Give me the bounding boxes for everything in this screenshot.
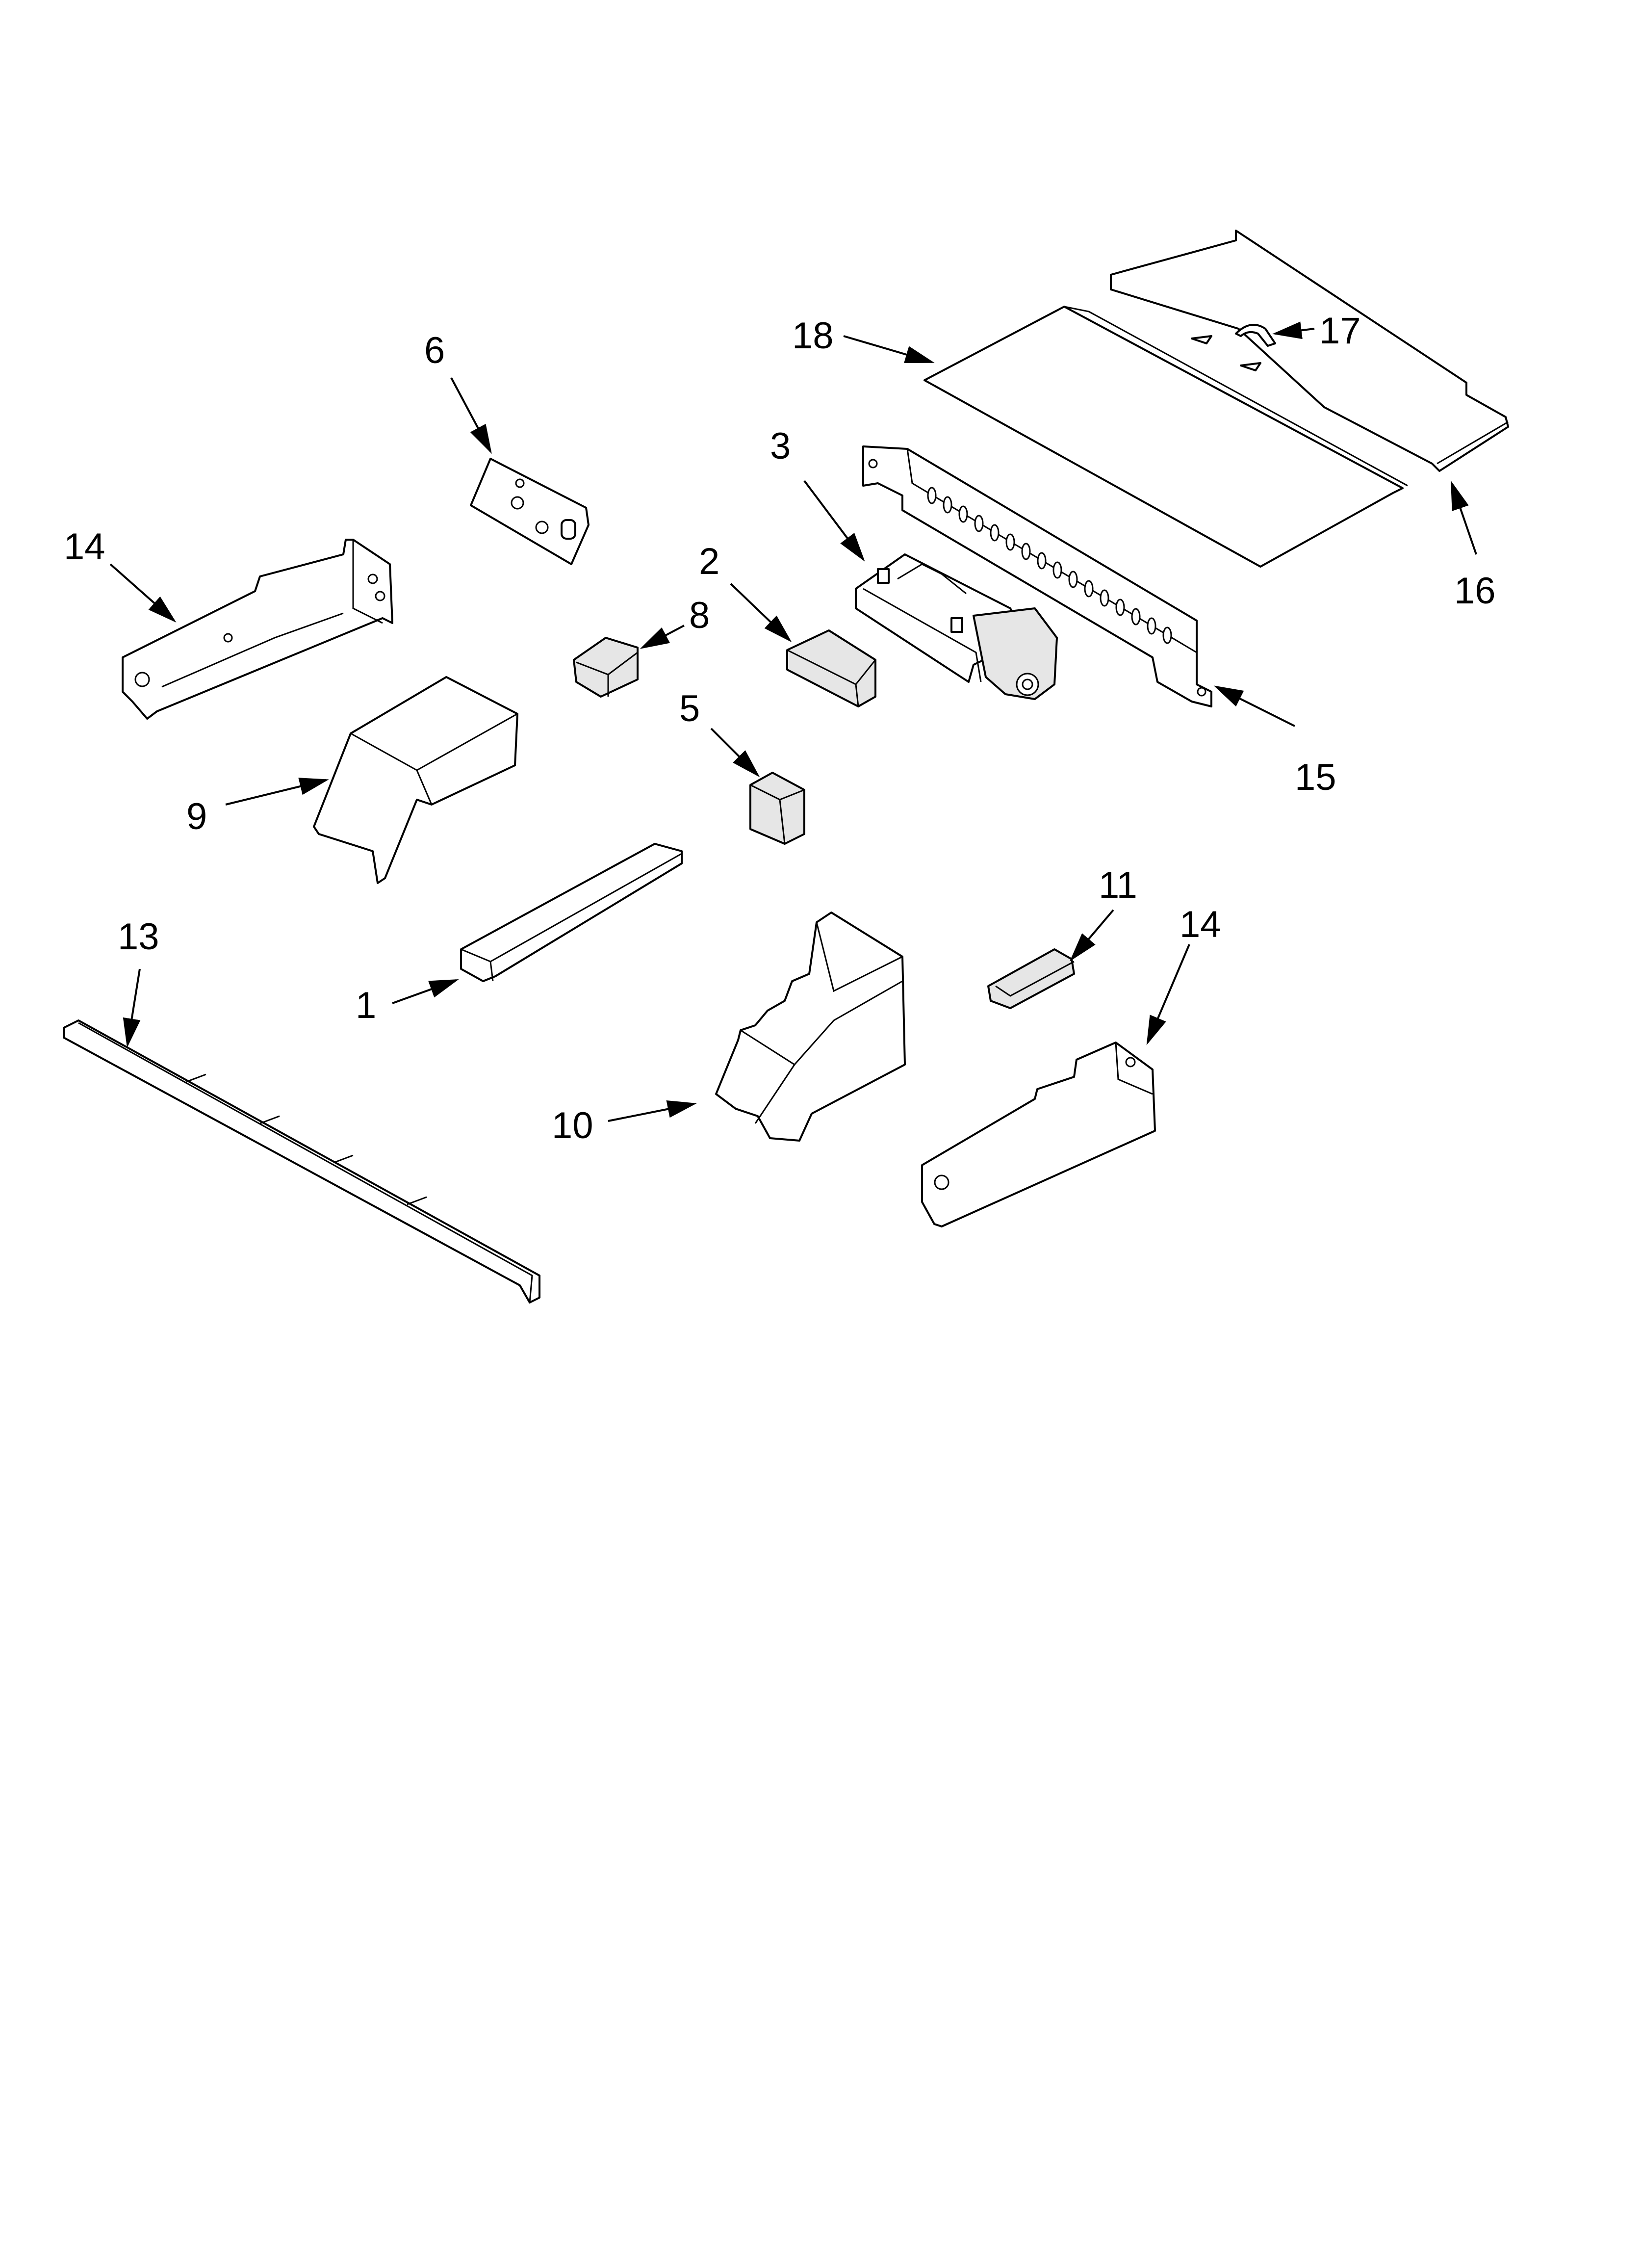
bracket-slot (1147, 617, 1156, 635)
bracket-slot (927, 487, 937, 504)
leader-8 (640, 625, 685, 649)
callout-6: 6 (424, 330, 445, 371)
part-10-deflector (715, 912, 906, 1142)
part-16-top-cover (1110, 230, 1509, 472)
part-8-transformer (573, 637, 639, 698)
bracket-slot (1115, 599, 1125, 616)
bracket-slot (1052, 561, 1062, 579)
leader-15 (1213, 685, 1295, 727)
callout-labels: 18 17 16 6 3 14 2 8 5 15 9 13 11 14 1 10 (64, 310, 1496, 1147)
leader-17 (1272, 321, 1315, 339)
bracket-slot (1005, 533, 1015, 551)
callout-10: 10 (552, 1105, 593, 1147)
part-3-control-assembly (855, 553, 1058, 700)
part-15-long-bracket (862, 445, 1212, 707)
leader-10 (608, 1100, 697, 1122)
callout-18: 18 (792, 315, 834, 357)
leader-9 (225, 778, 329, 806)
callout-14-right: 14 (1180, 904, 1221, 945)
leader-14b (1146, 944, 1190, 1045)
bracket-slot (943, 496, 952, 514)
part-14-side-bracket-left (122, 539, 393, 720)
part-13-trim-strip (63, 1019, 540, 1303)
part-9-duct (313, 676, 518, 884)
bracket-slot (1037, 552, 1047, 570)
bracket-slot (1131, 608, 1141, 626)
bracket-slot (1100, 589, 1109, 607)
leader-18 (843, 335, 935, 364)
bracket-slot (1084, 580, 1094, 598)
callout-8: 8 (689, 595, 710, 636)
bracket-slot (990, 524, 1000, 542)
callout-11: 11 (1099, 864, 1137, 906)
leader-11 (1070, 909, 1114, 962)
part-1-channel (460, 843, 683, 982)
bracket-slot (1068, 571, 1078, 588)
callout-3: 3 (770, 425, 791, 467)
bracket-slot (958, 505, 968, 523)
callout-15: 15 (1295, 756, 1336, 798)
callout-9: 9 (186, 796, 207, 837)
leader-3 (803, 480, 865, 562)
callout-5: 5 (679, 688, 700, 730)
leader-14a (109, 563, 177, 623)
callout-1: 1 (356, 985, 376, 1026)
bracket-slot (1021, 543, 1031, 560)
part-6-bracket-plate (470, 458, 590, 565)
leader-5 (710, 728, 760, 778)
bracket-slot (1162, 626, 1172, 644)
part-5-switch (749, 772, 805, 845)
callout-14-left: 14 (64, 526, 105, 568)
part-11-terminal-block (987, 948, 1075, 1009)
leader-13 (123, 968, 141, 1048)
bracket-slot (974, 515, 984, 532)
part-17-clip (1235, 324, 1276, 347)
callout-13: 13 (118, 916, 159, 958)
leader-1 (392, 979, 459, 1004)
leader-arrows (109, 321, 1477, 1122)
leader-6 (450, 377, 492, 454)
callout-17: 17 (1319, 310, 1361, 352)
callout-2: 2 (699, 541, 719, 582)
part-14-side-bracket-right (921, 1042, 1156, 1227)
callout-16: 16 (1454, 570, 1496, 612)
leader-16 (1451, 480, 1477, 555)
part-2-block (786, 629, 876, 707)
leader-2 (730, 583, 792, 643)
part-18-insulation-panel (924, 306, 1408, 568)
